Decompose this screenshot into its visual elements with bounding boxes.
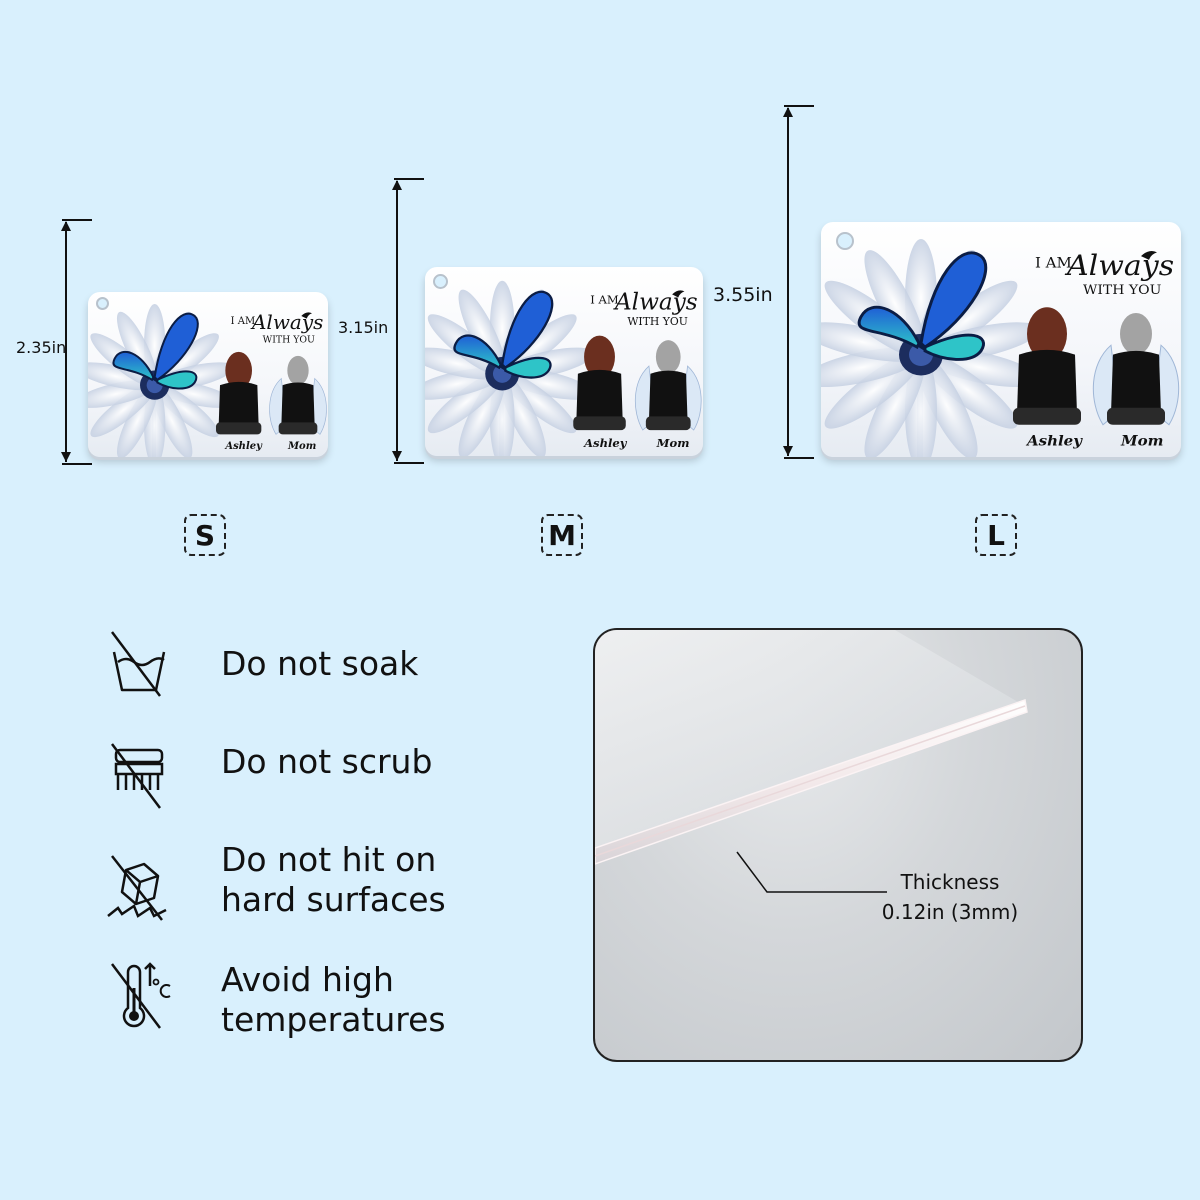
quote-line-1: I AM bbox=[590, 293, 619, 307]
quote-line-1: I AM bbox=[1035, 255, 1072, 272]
name-right: Mom bbox=[656, 436, 690, 450]
name-right: Mom bbox=[287, 441, 316, 452]
quote-line-2: WITH YOU bbox=[627, 315, 688, 328]
butterfly-icon bbox=[453, 290, 554, 379]
care-text-heat: Avoid high temperatures bbox=[221, 960, 446, 1040]
keyring-hole bbox=[433, 274, 448, 289]
care-text-heat-line2: temperatures bbox=[221, 1000, 446, 1039]
care-text-hit: Do not hit on hard surfaces bbox=[221, 840, 446, 920]
name-right: Mom bbox=[1120, 433, 1163, 450]
butterfly-icon bbox=[112, 312, 199, 390]
care-text-hit-line1: Do not hit on bbox=[221, 840, 437, 879]
seated-figures bbox=[573, 335, 702, 431]
thickness-value: 0.12in (3mm) bbox=[881, 900, 1019, 924]
care-text-soak: Do not soak bbox=[221, 644, 419, 683]
name-left: Ashley bbox=[1025, 433, 1084, 450]
size-s-dimension-label: 2.35in bbox=[16, 338, 67, 357]
avoid-heat-icon bbox=[111, 962, 171, 1029]
keyring-hole bbox=[836, 232, 854, 250]
do-not-hit-icon bbox=[107, 855, 167, 921]
size-badge-m: M bbox=[541, 514, 583, 556]
wing-icon bbox=[301, 312, 312, 319]
quote-script: Always bbox=[250, 310, 323, 334]
quote-line-2: WITH YOU bbox=[1083, 282, 1161, 298]
name-left: Ashley bbox=[224, 441, 263, 452]
seated-figures bbox=[1013, 307, 1180, 426]
do-not-scrub-icon bbox=[111, 743, 164, 809]
quote-script: Always bbox=[613, 290, 698, 316]
name-left: Ashley bbox=[583, 436, 628, 450]
quote-line-1: I AM bbox=[231, 316, 256, 327]
size-badge-l: L bbox=[975, 514, 1017, 556]
size-m-dimension-label: 3.15in bbox=[338, 318, 389, 337]
care-text-scrub: Do not scrub bbox=[221, 742, 433, 781]
wing-icon bbox=[672, 290, 685, 298]
care-text-heat-line1: Avoid high bbox=[221, 960, 394, 999]
quote-script: Always bbox=[1064, 249, 1174, 282]
thickness-label: Thickness bbox=[900, 870, 1000, 894]
keyring-hole bbox=[96, 297, 109, 310]
care-text-hit-line2: hard surfaces bbox=[221, 880, 446, 919]
seated-figures bbox=[216, 351, 327, 435]
size-badge-s: S bbox=[184, 514, 226, 556]
butterfly-icon bbox=[857, 251, 988, 361]
wing-icon bbox=[1141, 251, 1157, 260]
size-l-dimension-label: 3.55in bbox=[713, 284, 773, 306]
quote-line-2: WITH YOU bbox=[263, 335, 315, 346]
do-not-soak-icon bbox=[111, 631, 166, 697]
acrylic-thickness-photo bbox=[593, 628, 1083, 1062]
